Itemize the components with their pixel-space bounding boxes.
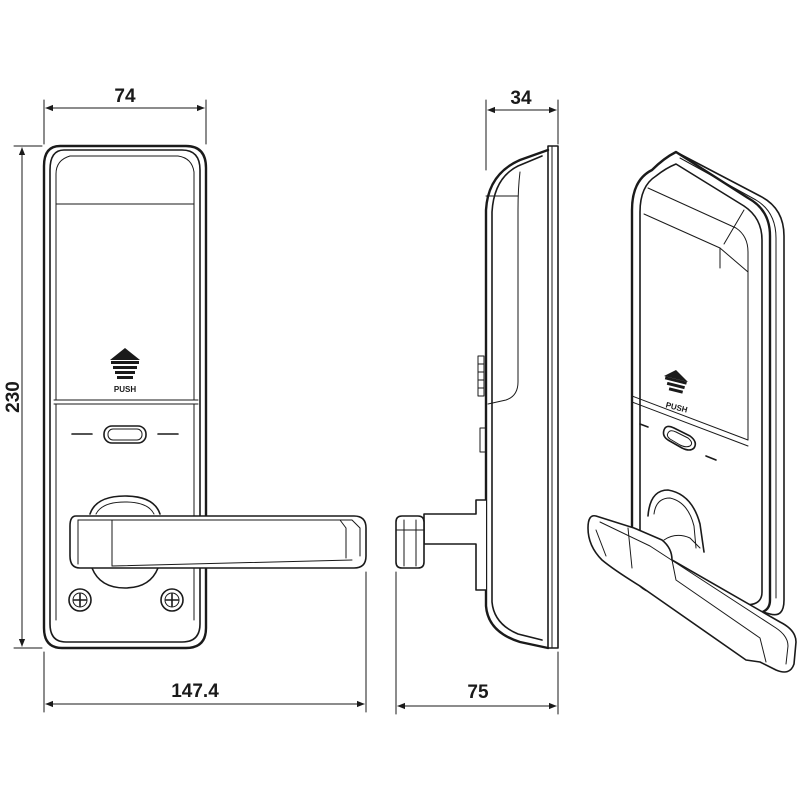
front-lever-handle (69, 515, 367, 569)
dimension-label-side-depth: 34 (510, 88, 532, 109)
push-arrow-icon (110, 348, 140, 379)
dimension-side-lever-depth: 75 (395, 571, 559, 715)
side-view (395, 145, 559, 650)
dimension-label-side-lever-depth: 75 (467, 682, 489, 703)
dimension-label-width: 74 (114, 86, 136, 107)
push-arrow-icon-perspective (664, 370, 688, 394)
dimension-label-height: 230 (3, 381, 24, 413)
perspective-view: PUSH (587, 150, 797, 673)
side-lever-handle (395, 499, 487, 591)
perspective-lever-handle (587, 514, 797, 673)
front-view: PUSH (42, 144, 367, 650)
screw-right-icon (160, 588, 184, 612)
dimension-front-height: 230 (3, 145, 43, 649)
dimension-label-lever-length: 147.4 (171, 681, 219, 702)
dimension-side-depth: 34 (485, 88, 559, 171)
dimension-front-width: 74 (43, 86, 207, 145)
push-label-front: PUSH (114, 385, 136, 394)
screw-left-icon (68, 588, 92, 612)
dimension-lever-length: 147.4 (43, 571, 367, 713)
